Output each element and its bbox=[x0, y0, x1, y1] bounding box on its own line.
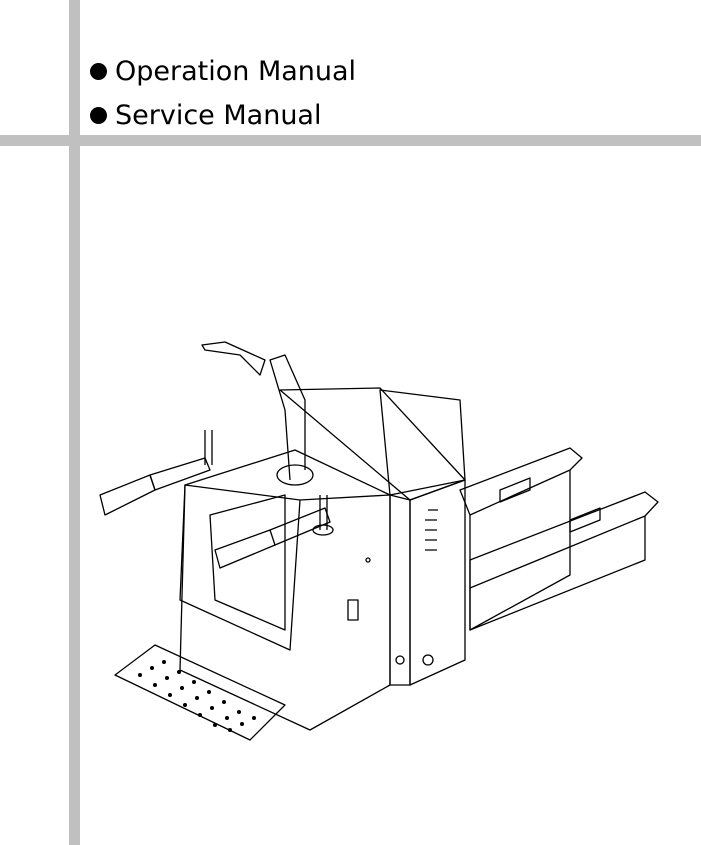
title-label: Service Manual bbox=[115, 100, 322, 131]
left-gray-rule bbox=[69, 0, 80, 845]
title-operation-manual: Operation Manual bbox=[90, 56, 356, 87]
title-label: Operation Manual bbox=[115, 56, 357, 87]
bullet-icon bbox=[90, 63, 107, 80]
horizontal-gray-rule bbox=[0, 135, 701, 146]
bullet-icon bbox=[90, 107, 107, 124]
pallet-truck-illustration bbox=[99, 341, 659, 741]
title-service-manual: Service Manual bbox=[90, 100, 321, 131]
